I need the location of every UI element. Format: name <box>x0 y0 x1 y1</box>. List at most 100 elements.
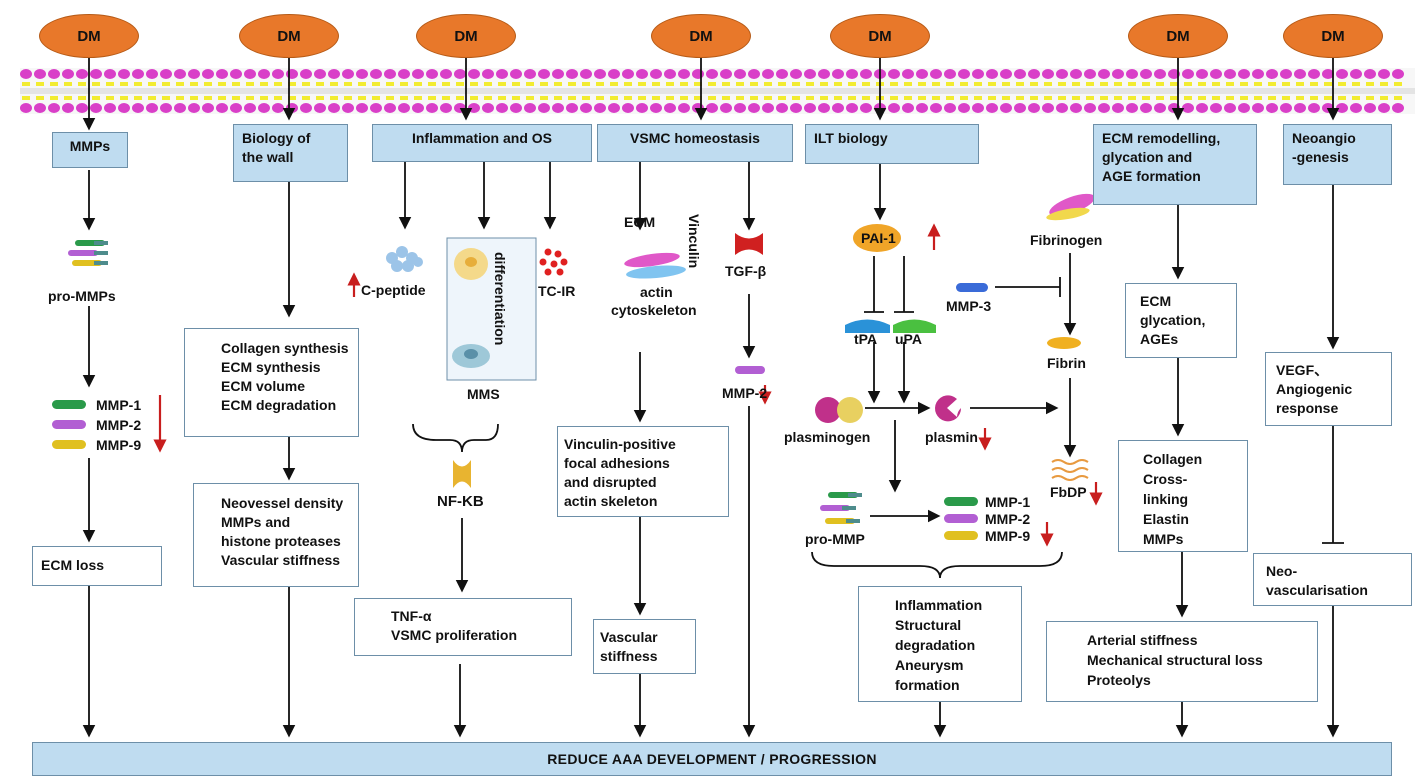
mmp-1-label: MMP-1 <box>96 397 142 413</box>
membrane-bead <box>972 69 984 79</box>
upa-label: uPA <box>895 331 922 347</box>
ilt-result-box: Inflammation Structural degradation Aneu… <box>858 586 1022 702</box>
membrane-lipid <box>554 82 562 86</box>
membrane-lipid <box>1002 82 1010 86</box>
membrane-bead <box>1042 69 1054 79</box>
inflammation-result-box: TNF-α VSMC proliferation <box>354 598 572 656</box>
membrane-bead <box>566 69 578 79</box>
membrane-bead <box>986 103 998 113</box>
membrane-bead <box>664 69 676 79</box>
membrane-bead <box>1000 103 1012 113</box>
membrane-lipid <box>638 96 646 100</box>
membrane-lipid <box>260 82 268 86</box>
membrane-bead <box>1196 103 1208 113</box>
pro-mmp-label: pro-MMP <box>805 531 865 547</box>
membrane-lipid <box>470 96 478 100</box>
membrane-bead <box>496 69 508 79</box>
membrane-lipid <box>176 96 184 100</box>
membrane-bead <box>370 69 382 79</box>
membrane-lipid <box>302 96 310 100</box>
membrane-lipid <box>162 96 170 100</box>
differentiation-label: differentiation <box>492 252 508 346</box>
membrane-bead <box>202 69 214 79</box>
membrane-lipid <box>1100 96 1108 100</box>
membrane-bead <box>1322 69 1334 79</box>
membrane-bead <box>118 103 130 113</box>
membrane-lipid <box>260 96 268 100</box>
membrane-bead <box>1084 103 1096 113</box>
nf-kb-label: NF-KB <box>437 493 484 510</box>
membrane-lipid <box>806 96 814 100</box>
membrane-lipid <box>904 96 912 100</box>
membrane-lipid <box>330 96 338 100</box>
membrane-bead <box>48 103 60 113</box>
membrane-lipid <box>1352 96 1360 100</box>
membrane-bead <box>454 103 466 113</box>
col5-arrows <box>811 164 1077 738</box>
c-peptide-icon <box>386 246 423 272</box>
membrane-bead <box>1140 69 1152 79</box>
membrane-lipid <box>246 82 254 86</box>
membrane-lipid <box>722 82 730 86</box>
membrane-bead <box>1308 103 1320 113</box>
membrane-bead <box>566 103 578 113</box>
membrane-bead <box>216 103 228 113</box>
vascular-stiffness-box: Vascular stiffness <box>593 619 696 674</box>
tc-ir-label: TC-IR <box>538 283 576 299</box>
membrane-bead <box>76 69 88 79</box>
membrane-bead <box>944 103 956 113</box>
membrane-bead <box>524 69 536 79</box>
membrane-bead <box>552 103 564 113</box>
membrane-lipid <box>848 82 856 86</box>
membrane-bead <box>552 69 564 79</box>
membrane-bead <box>90 69 102 79</box>
membrane-lipid <box>64 96 72 100</box>
membrane-lipid <box>1338 82 1346 86</box>
membrane-bead <box>580 69 592 79</box>
membrane-bead <box>636 103 648 113</box>
dm-oval-5: DM <box>830 14 930 58</box>
membrane-bead <box>1210 69 1222 79</box>
membrane-bead <box>468 69 480 79</box>
membrane-bead <box>202 103 214 113</box>
membrane-lipid <box>1044 96 1052 100</box>
membrane-lipid <box>932 96 940 100</box>
membrane-lipid <box>1324 96 1332 100</box>
membrane-bead <box>314 69 326 79</box>
membrane-lipid <box>582 82 590 86</box>
membrane-lipid <box>862 82 870 86</box>
membrane-lipid <box>386 82 394 86</box>
membrane-lipid <box>890 96 898 100</box>
mms-icon <box>452 344 490 368</box>
pai-1-icon <box>853 224 901 252</box>
membrane-bead <box>510 69 522 79</box>
header-inflammation: Inflammation and OS <box>372 124 592 162</box>
membrane-bead <box>1140 103 1152 113</box>
membrane-bead <box>748 103 760 113</box>
membrane-bead <box>34 103 46 113</box>
wall-box-1: Collagen synthesis ECM synthesis ECM vol… <box>184 328 359 437</box>
membrane-bead <box>384 103 396 113</box>
membrane-lipid <box>470 82 478 86</box>
membrane-lipid <box>1072 96 1080 100</box>
membrane-lipid <box>190 96 198 100</box>
membrane-lipid <box>274 96 282 100</box>
header-neoangiogenesis: Neoangio-genesis <box>1283 124 1392 185</box>
membrane-bead <box>356 103 368 113</box>
membrane-lipid <box>1226 96 1234 100</box>
membrane-bead <box>286 69 298 79</box>
membrane-bead <box>20 69 32 79</box>
membrane-lipid <box>1184 82 1192 86</box>
fibrin-label: Fibrin <box>1047 355 1086 371</box>
membrane-lipid <box>974 82 982 86</box>
pro-mmps-label: pro-MMPs <box>48 288 116 304</box>
membrane-lipid <box>22 96 30 100</box>
membrane-bead <box>678 103 690 113</box>
tgf-beta-label: TGF-β <box>725 263 767 279</box>
membrane-lipid <box>36 82 44 86</box>
membrane-bead <box>692 69 704 79</box>
membrane-bead <box>622 103 634 113</box>
membrane-lipid <box>1170 82 1178 86</box>
membrane-bead <box>636 69 648 79</box>
